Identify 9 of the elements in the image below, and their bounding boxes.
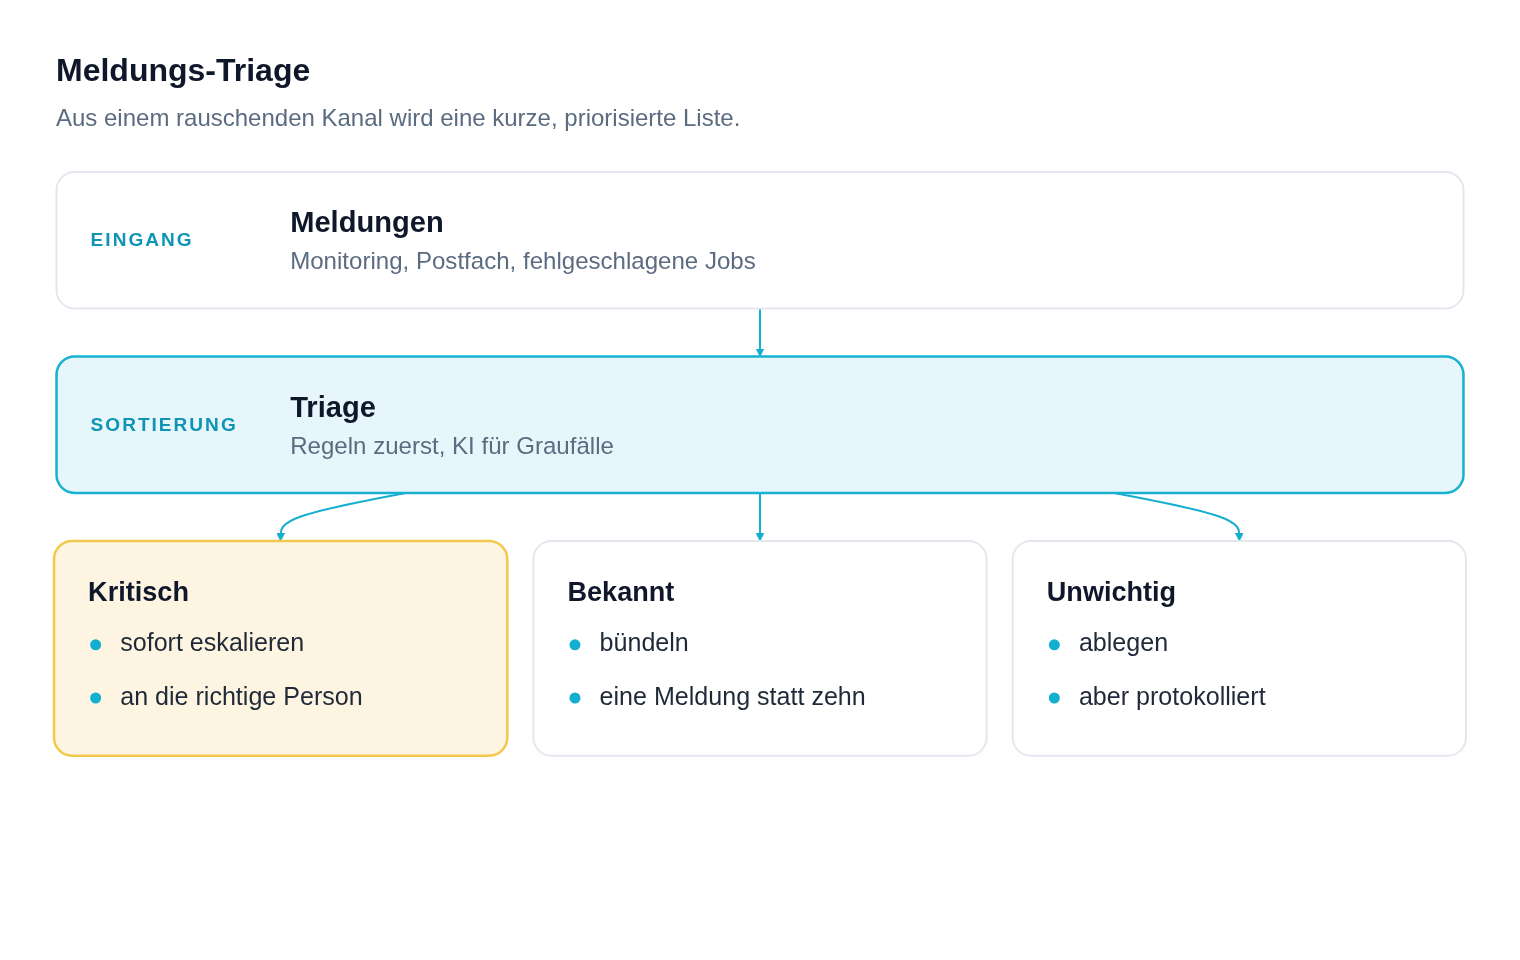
node-box: Bekannt bündeln eine Meldung statt zehn	[532, 540, 988, 757]
diagram-subtitle: Aus einem rauschenden Kanal wird eine kurze, priorisierte Liste.	[56, 104, 741, 132]
node-box: Kritisch sofort eskalieren an die richtige Person	[52, 539, 509, 757]
node-box: Unwichtig ablegen aber protokolliert	[1011, 540, 1467, 757]
arrow	[755, 492, 765, 542]
arrow	[755, 308, 765, 357]
node-box: SORTIERUNG Triage Regeln zuerst, KI für Graufälle	[55, 355, 1465, 495]
diagram-title: Meldungs-Triage	[56, 52, 311, 89]
node-box: EINGANG Meldungen Monitoring, Postfach, fehlgeschlagene Jobs	[55, 171, 1465, 310]
